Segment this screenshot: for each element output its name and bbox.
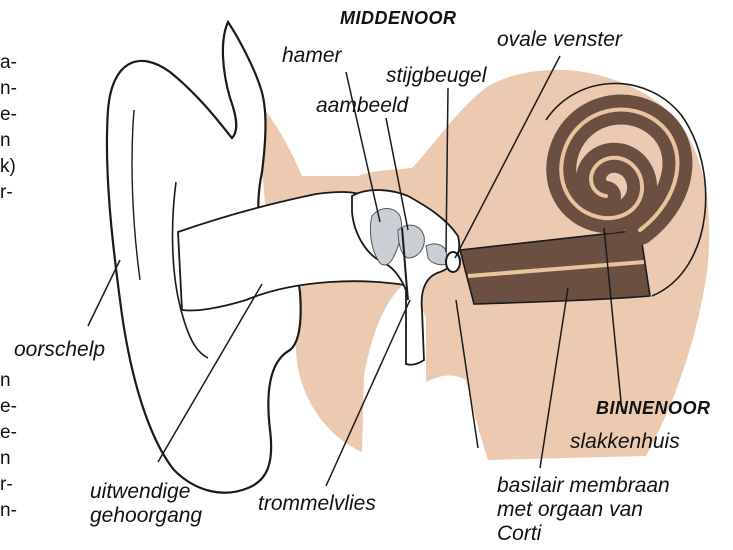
label-hamer: hamer — [282, 44, 342, 68]
margin-fragment: k) — [0, 156, 16, 178]
leader-oorschelp — [88, 260, 120, 326]
margin-fragment: a- — [0, 52, 17, 74]
label-uitwendige-line-1: uitwendige — [90, 480, 202, 504]
label-basilair-membraan: basilair membraan met orgaan van Corti — [497, 474, 670, 546]
margin-fragment: e- — [0, 422, 17, 444]
label-middenoor: MIDDENOOR — [340, 8, 457, 29]
margin-fragment: r- — [0, 474, 13, 496]
margin-fragment: n — [0, 130, 11, 152]
label-uitwendige-gehoorgang: uitwendige gehoorgang — [90, 480, 202, 528]
label-binnenoor: BINNENOOR — [596, 398, 711, 419]
margin-fragment: r- — [0, 182, 13, 204]
margin-fragment: e- — [0, 104, 17, 126]
label-aambeeld: aambeeld — [316, 94, 408, 118]
label-basilair-line-1: basilair membraan — [497, 474, 670, 498]
label-basilair-line-2: met orgaan van — [497, 498, 670, 522]
margin-fragment: n — [0, 370, 11, 392]
oval-window — [446, 252, 460, 272]
margin-fragment: n- — [0, 78, 17, 100]
label-trommelvlies: trommelvlies — [258, 492, 376, 516]
label-oorschelp: oorschelp — [14, 338, 105, 362]
margin-fragment: n- — [0, 500, 17, 522]
label-uitwendige-line-2: gehoorgang — [90, 504, 202, 528]
label-basilair-line-3: Corti — [497, 522, 670, 546]
margin-fragment: e- — [0, 396, 17, 418]
label-slakkenhuis: slakkenhuis — [570, 430, 680, 454]
label-ovale-venster: ovale venster — [497, 28, 622, 52]
label-stijgbeugel: stijgbeugel — [386, 64, 486, 88]
margin-fragment: n — [0, 448, 11, 470]
